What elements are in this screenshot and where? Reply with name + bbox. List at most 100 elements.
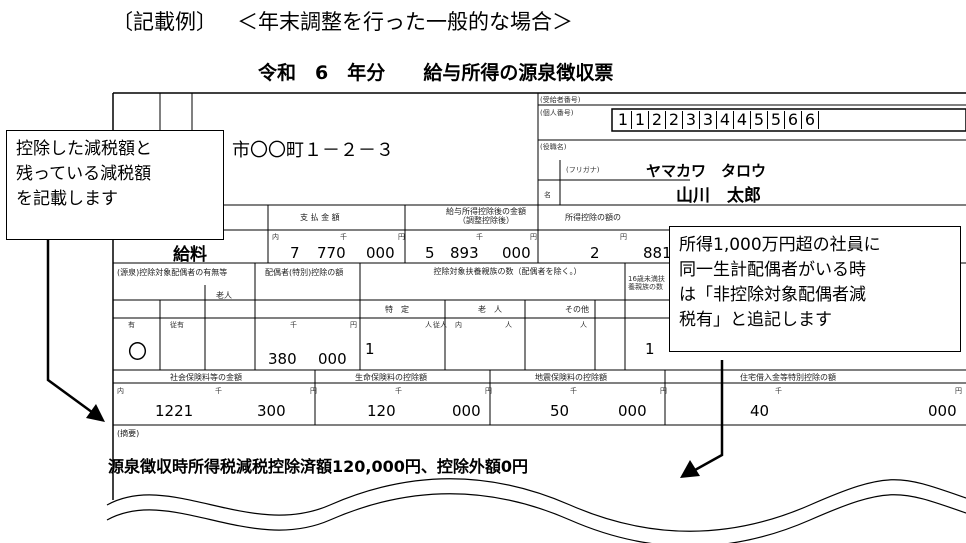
digit: 2: [649, 111, 666, 129]
furigana-value: ヤマカワ タロウ: [646, 162, 767, 180]
digit: 3: [683, 111, 700, 129]
right-callout-line: は「非控除対象配偶者減: [679, 285, 866, 305]
earthquake-1: 50: [550, 402, 570, 420]
spouse-label: (源泉)控除対象配偶者の有無等: [117, 268, 228, 277]
thousand-unit: 千: [395, 387, 402, 395]
name-label: 名: [544, 191, 551, 199]
spouse-deduction-label: 配偶者(特別)控除の額: [265, 268, 344, 277]
left-callout-line: 残っている減税額: [16, 164, 152, 184]
housing-1: 40: [750, 402, 770, 420]
example-title: ＜年末調整を行った一般的な場合＞: [237, 10, 574, 34]
thousand-unit: 千: [340, 233, 347, 241]
yen-unit: 円: [310, 387, 317, 395]
thousand-unit: 千: [476, 233, 483, 241]
inner-label: 内: [272, 233, 279, 241]
specific-label: 特 定: [385, 305, 409, 314]
social-1: 1221: [155, 402, 194, 420]
thousand-unit: 千: [775, 387, 782, 395]
year-value: 6: [315, 62, 329, 84]
has-label: 有: [128, 321, 135, 329]
inner-label: 内: [455, 321, 462, 329]
spouse-mark: 〇: [128, 341, 148, 363]
life-label: 生命保険料の控除額: [355, 373, 427, 382]
yen-unit: 円: [485, 387, 492, 395]
digit: 3: [700, 111, 717, 129]
personal-number-digits: 1 1 2 2 3 3 4 4 5 5 6 6: [615, 111, 819, 129]
example-heading: 〔記載例〕 ＜年末調整を行った一般的な場合＞: [112, 6, 573, 36]
after-deduction-3: 000: [502, 244, 531, 262]
right-callout-line: 所得1,000万円超の社員に: [679, 235, 881, 255]
yen-unit: 円: [620, 233, 627, 241]
left-callout: 控除した減税額と 残っている減税額 を記載します: [6, 130, 224, 240]
digit: 6: [802, 111, 819, 129]
digit: 4: [717, 111, 734, 129]
digit: 2: [666, 111, 683, 129]
position-label: (役職名): [540, 143, 567, 151]
housing-label: 住宅借入金等特別控除の額: [740, 373, 836, 382]
payment-1: 7: [290, 244, 300, 262]
left-callout-line: を記載します: [16, 189, 118, 209]
remarks-text: 源泉徴収時所得税減税控除済額120,000円、控除外額0円: [108, 457, 529, 476]
inner-label: 内: [117, 387, 124, 395]
right-callout-line: 同一生計配偶者がいる時: [679, 260, 866, 280]
right-callout-line: 税有」と追記します: [679, 310, 832, 330]
people-unit: 人: [505, 321, 512, 329]
address-value: 市〇〇町１－２－３: [232, 140, 394, 161]
elderly-label: 老人: [216, 291, 232, 300]
left-callout-line: 控除した減税額と: [16, 139, 152, 159]
after-deduction-label: 給与所得控除後の金額（調整控除後）: [446, 207, 526, 225]
receiver-number-label: (受給者番号): [540, 96, 581, 104]
yen-unit: 円: [660, 387, 667, 395]
earthquake-2: 000: [618, 402, 647, 420]
subordinate-label: 従有: [170, 321, 184, 329]
elderly2-label: 老 人: [478, 305, 502, 314]
era-label: 令和: [258, 62, 297, 84]
spouse-deduction-1: 380: [268, 350, 297, 368]
yen-unit: 円: [350, 321, 357, 329]
digit: 5: [751, 111, 768, 129]
life-2: 000: [452, 402, 481, 420]
yen-unit: 円: [955, 387, 962, 395]
people-unit: 人: [580, 321, 587, 329]
callout-arrows: [46, 238, 724, 472]
other-label: その他: [565, 305, 589, 314]
digit: 1: [615, 111, 632, 129]
persons-sub-unit: 従人: [433, 321, 447, 329]
dependents-label: 控除対象扶養親族の数（配偶者を除く。）: [433, 267, 582, 276]
deduction-total-2: 881: [643, 244, 672, 262]
income-type: 給料: [173, 245, 207, 265]
deduction-label: 所得控除の額の: [565, 213, 621, 222]
people-unit: 人: [425, 321, 432, 329]
example-bracket-label: 〔記載例〕: [112, 10, 217, 34]
digit: 5: [768, 111, 785, 129]
yen-unit: 円: [530, 233, 537, 241]
specific-count: 1: [365, 340, 375, 358]
payment-3: 000: [366, 244, 395, 262]
document-title: 令和 6 年分 給与所得の源泉徴収票: [258, 58, 613, 85]
payment-2: 770: [317, 244, 346, 262]
earthquake-label: 地震保険料の控除額: [535, 373, 607, 382]
name-value: 山川 太郎: [676, 186, 761, 206]
digit: 1: [632, 111, 649, 129]
thousand-unit: 千: [290, 321, 297, 329]
digit: 4: [734, 111, 751, 129]
personal-number-label: (個人番号): [540, 109, 574, 117]
after-deduction-2: 893: [450, 244, 479, 262]
left-arrow-head: [86, 404, 105, 422]
payment-label: 支 払 金 額: [300, 213, 340, 222]
deduction-total-1: 2: [590, 244, 600, 262]
social-2: 300: [257, 402, 286, 420]
thousand-unit: 千: [570, 387, 577, 395]
thousand-unit: 千: [215, 387, 222, 395]
right-callout: 所得1,000万円超の社員に 同一生計配偶者がいる時 は「非控除対象配偶者減 税…: [669, 226, 961, 352]
furigana-label: (フリガナ): [566, 166, 600, 174]
yen-unit: 円: [398, 233, 405, 241]
right-arrow-head: [680, 460, 700, 478]
other-count: 1: [645, 340, 655, 358]
life-1: 120: [367, 402, 396, 420]
spouse-deduction-2: 000: [318, 350, 347, 368]
digit: 6: [785, 111, 802, 129]
housing-2: 000: [928, 402, 957, 420]
social-label: 社会保険料等の金額: [170, 373, 242, 382]
form-name: 給与所得の源泉徴収票: [423, 62, 614, 84]
